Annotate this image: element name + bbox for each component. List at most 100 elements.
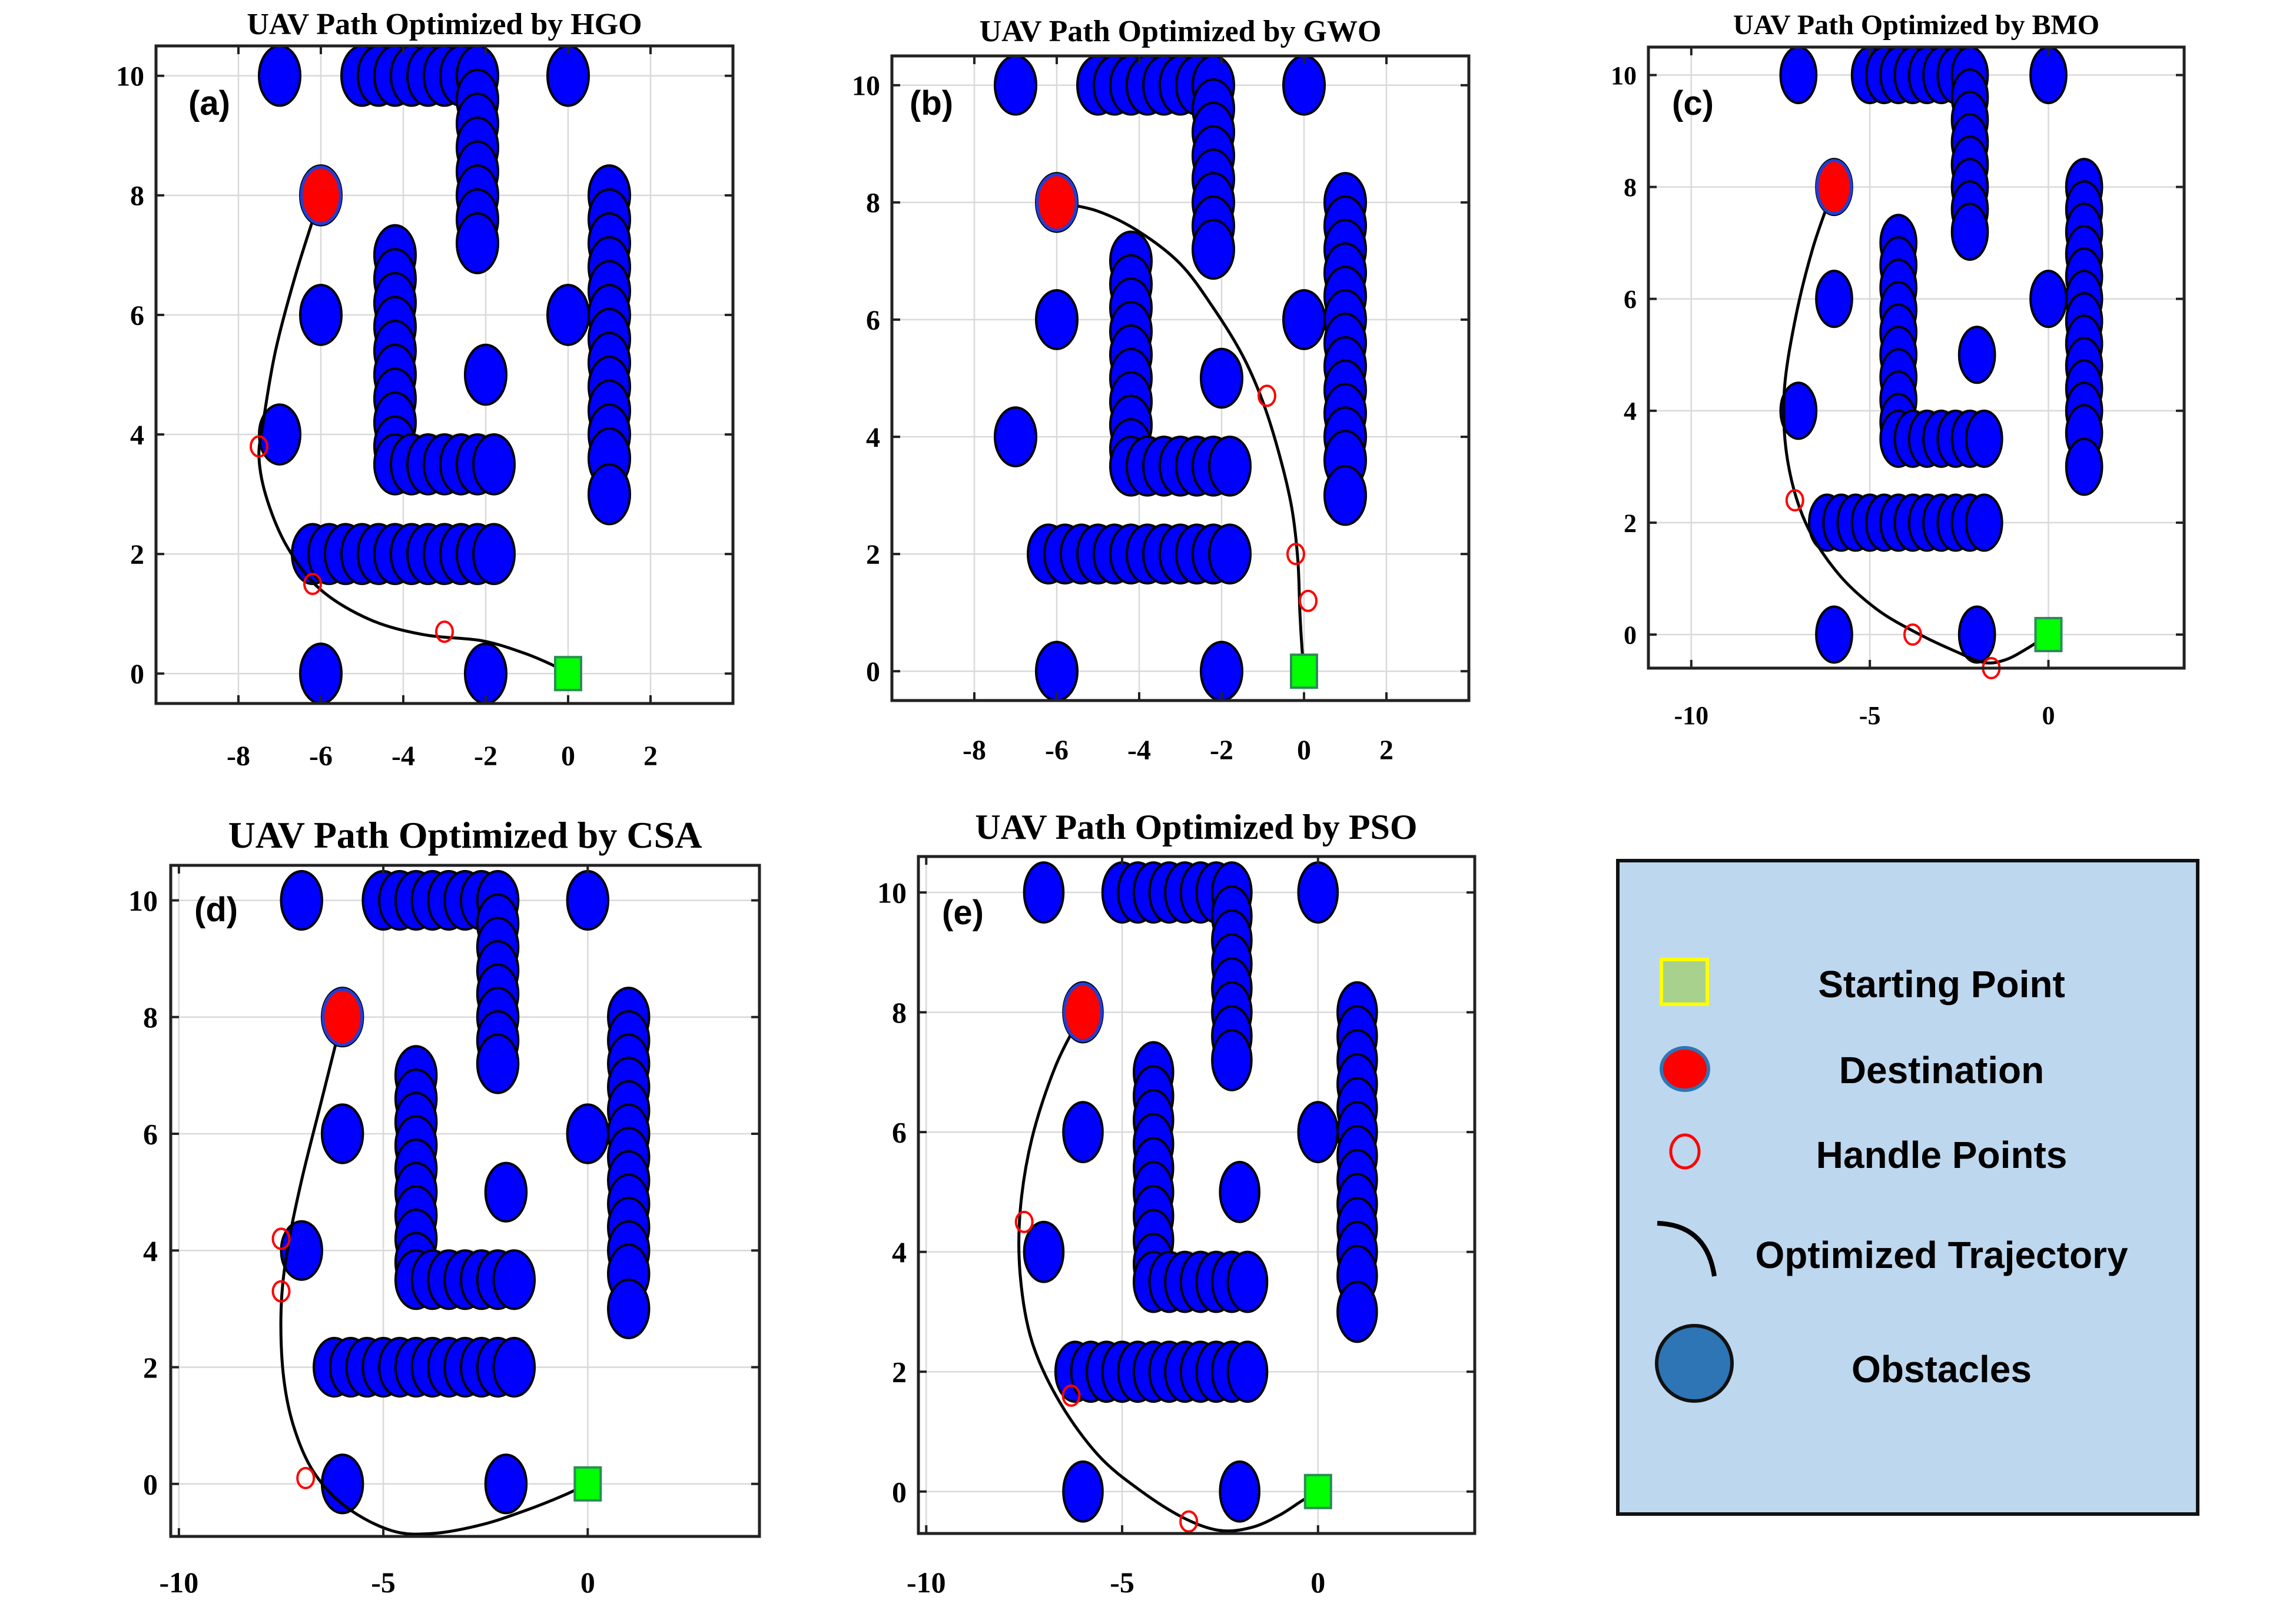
- obstacle-marker: [484, 1453, 528, 1515]
- x-tick-label: -6: [309, 741, 333, 772]
- y-tick-label: 0: [892, 1475, 907, 1508]
- obstacle-marker: [2029, 270, 2068, 328]
- y-tick-label: 10: [128, 884, 158, 917]
- y-tick-label: 10: [116, 61, 144, 92]
- trajectory-line: [1017, 1011, 1319, 1533]
- axes-frame: [169, 864, 761, 1538]
- handle-point-marker: [1014, 1210, 1034, 1233]
- panel-label: (a): [188, 84, 230, 122]
- legend-item-label: Optimized Trajectory: [1755, 1234, 2128, 1276]
- obstacle-marker: [1023, 861, 1065, 924]
- legend-start-symbol: [1660, 958, 1709, 1006]
- handle-point-marker: [271, 1280, 291, 1303]
- x-tick-label: -4: [391, 741, 415, 772]
- y-tick-label: 6: [892, 1116, 907, 1149]
- obstacle-marker: [588, 463, 631, 526]
- obstacle-marker: [1226, 1250, 1269, 1313]
- obstacle-marker: [1035, 289, 1079, 350]
- start-marker: [1303, 1473, 1332, 1509]
- start-marker: [554, 656, 582, 692]
- obstacle-marker: [1297, 861, 1339, 924]
- handle-point-marker: [1061, 1384, 1081, 1407]
- x-tick-label: 2: [643, 741, 658, 772]
- y-tick-label: 4: [130, 420, 144, 451]
- y-tick-label: 10: [852, 71, 880, 102]
- obstacle-marker: [464, 343, 507, 406]
- trajectory-line: [1782, 186, 2049, 665]
- handle-point-marker: [1258, 384, 1276, 407]
- obstacle-marker: [1779, 381, 1818, 440]
- panel-label: (d): [194, 891, 238, 929]
- panel-label: (b): [910, 84, 953, 122]
- y-tick-label: 8: [866, 188, 880, 219]
- obstacle-marker: [476, 1033, 520, 1094]
- y-tick-label: 4: [1624, 397, 1637, 426]
- destination-marker: [300, 165, 342, 225]
- obstacle-marker: [1282, 289, 1326, 350]
- legend-destination-symbol: [1660, 1046, 1710, 1092]
- y-tick-label: 2: [143, 1351, 158, 1384]
- obstacle-marker: [299, 284, 343, 346]
- panel-label: (c): [1672, 84, 1714, 122]
- obstacle-marker: [1297, 1101, 1339, 1164]
- obstacle-marker: [1779, 46, 1818, 105]
- y-tick-label: 4: [143, 1234, 158, 1267]
- y-tick-label: 2: [866, 539, 880, 570]
- obstacle-marker: [1219, 1460, 1260, 1523]
- start-marker: [1290, 653, 1318, 689]
- legend-trajectory-symbol: [1657, 1221, 1717, 1277]
- obstacle-marker: [1062, 1101, 1104, 1164]
- obstacle-marker: [1219, 1161, 1260, 1223]
- obstacle-marker: [2065, 437, 2103, 496]
- obstacle-marker: [1323, 464, 1367, 526]
- panel-title: UAV Path Optimized by GWO: [980, 15, 1382, 48]
- obstacle-marker: [1965, 493, 2003, 552]
- obstacle-marker: [456, 212, 499, 274]
- trajectory-line: [279, 1017, 589, 1536]
- obstacle-marker: [1208, 436, 1252, 497]
- obstacle-marker: [994, 406, 1037, 467]
- obstacle-marker: [1965, 409, 2003, 468]
- obstacle-marker: [607, 1278, 651, 1339]
- x-tick-label: 0: [2042, 701, 2055, 730]
- obstacle-marker: [258, 403, 301, 466]
- obstacle-marker: [1226, 1340, 1269, 1403]
- axes-frame: [154, 44, 735, 705]
- x-tick-label: 2: [1379, 735, 1393, 766]
- obstacle-marker: [258, 44, 301, 107]
- y-tick-label: 2: [892, 1356, 907, 1389]
- start-marker: [573, 1466, 602, 1502]
- obstacle-marker: [1815, 270, 1853, 328]
- panel-label: (e): [942, 894, 984, 932]
- handle-point-marker: [1179, 1510, 1199, 1533]
- y-tick-label: 0: [143, 1468, 158, 1501]
- obstacle-marker: [280, 869, 323, 931]
- handle-point-marker: [1299, 589, 1318, 612]
- start-marker: [2034, 616, 2063, 652]
- axes-frame: [890, 54, 1471, 702]
- y-tick-label: 0: [866, 656, 880, 688]
- x-tick-label: 0: [580, 1566, 595, 1599]
- y-tick-label: 6: [1624, 285, 1637, 314]
- x-tick-label: -10: [160, 1566, 199, 1599]
- obstacle-marker: [994, 54, 1037, 116]
- y-tick-label: 8: [130, 181, 144, 212]
- obstacle-marker: [1200, 640, 1243, 702]
- obstacle-marker: [546, 284, 590, 346]
- obstacle-marker: [484, 1161, 528, 1223]
- x-tick-label: -5: [1859, 701, 1881, 730]
- x-tick-label: -2: [474, 741, 497, 772]
- obstacle-marker: [2029, 46, 2068, 105]
- axes-frame: [1647, 45, 2186, 670]
- legend-handle-symbol: [1669, 1133, 1701, 1170]
- handle-point-marker: [296, 1466, 316, 1489]
- x-tick-label: 0: [1310, 1566, 1325, 1599]
- panel-title: UAV Path Optimized by HGO: [247, 8, 642, 41]
- obstacle-marker: [320, 1103, 364, 1164]
- obstacle-marker: [492, 1249, 536, 1310]
